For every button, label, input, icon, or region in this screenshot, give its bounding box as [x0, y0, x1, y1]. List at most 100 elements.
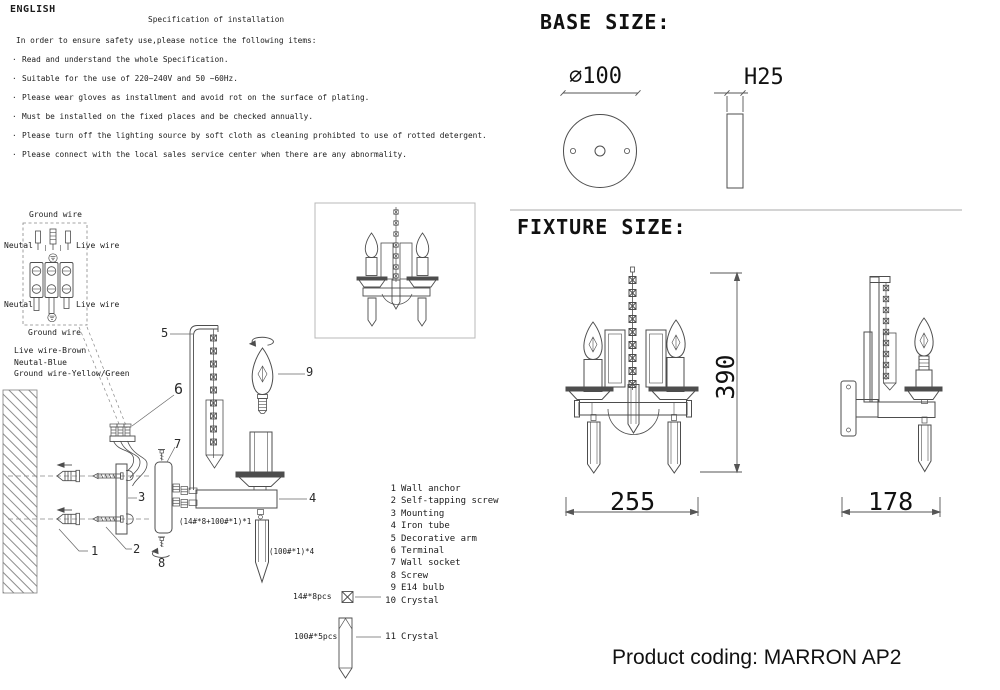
parts-list-item: 9 E14 bulb [383, 583, 445, 593]
crystal-kit-label: (100#*1)*4 [269, 547, 315, 556]
spec-item-text: Please turn off the lighting source by s… [22, 131, 487, 140]
base-plate-top-view [563, 114, 637, 188]
spec-title: Specification of installation [148, 15, 285, 24]
callout-8: 8 [158, 556, 166, 570]
bullet-dot: · [12, 74, 17, 83]
spec-item-text: Must be installed on the fixed places an… [22, 112, 314, 121]
neutral-label-bottom: Neutal [4, 300, 33, 309]
part-name: E14 bulb [401, 583, 445, 593]
base-diameter-dim [560, 89, 641, 97]
wall-hatch [2, 389, 38, 594]
fixture-size-title: FIXTURE SIZE: [517, 215, 687, 239]
small-crystal-qty: 14#*8pcs [293, 592, 332, 601]
crystal-sample-icons [338, 591, 354, 679]
part-number: 10 [385, 596, 396, 606]
part-number: 9 [390, 583, 396, 593]
product-coding: Product coding: MARRON AP2 [612, 646, 902, 669]
small-crystal-icon [341, 591, 354, 603]
spec-intro: In order to ensure safety use,please not… [16, 36, 317, 45]
callout-9: 9 [306, 365, 314, 379]
spec-item: · Read and understand the whole Specifica… [12, 55, 229, 64]
part-number: 2 [390, 496, 396, 506]
part-name: Terminal [401, 546, 445, 556]
callout-1: 1 [91, 544, 99, 558]
spec-item: · Please wear gloves as installment and a… [12, 93, 369, 102]
spec-item: · Suitable for the use of 220~240V and 50… [12, 74, 238, 83]
callout-leaders [58, 333, 381, 638]
fixture-width-value: 255 [610, 487, 656, 516]
callout-6: 6 [174, 380, 184, 398]
spec-item-text: Please wear gloves as installment and av… [22, 93, 370, 102]
part-number: 8 [390, 571, 396, 581]
callout-2: 2 [133, 542, 141, 556]
live-wire-label-top: Live wire [76, 241, 120, 250]
language-label: ENGLISH [10, 4, 56, 15]
spec-item-text: Suitable for the use of 220~240V and 50 … [22, 74, 238, 83]
fixture-height-dim [700, 271, 742, 474]
parts-list-item: 3 Mounting [383, 509, 445, 519]
fixture-depth-dim [840, 497, 942, 517]
parts-list-item: 6 Terminal [383, 546, 445, 556]
large-crystal-qty: 100#*5pcs [294, 632, 338, 641]
part-number: 3 [390, 509, 396, 519]
wire-legend-ground: Ground wire-Yellow/Green [14, 369, 130, 378]
wire-legend-live: Live wire-Brown [14, 346, 87, 355]
part-name: Crystal [401, 632, 439, 642]
spec-item-text: Please connect with the local sales serv… [22, 150, 407, 159]
fixture-width-dim [564, 497, 700, 516]
callout-4: 4 [309, 491, 317, 505]
parts-list-item: 5 Decorative arm [383, 534, 477, 544]
live-wire-label-bottom: Live wire [76, 300, 120, 309]
bullet-dot: · [12, 55, 17, 64]
part-number: 1 [390, 484, 396, 494]
base-diameter-value: ⌀100 [569, 64, 622, 89]
neutral-label-top: Neutal [4, 241, 33, 250]
wiring-terminal-drawing [22, 222, 128, 429]
ground-wire-label-top: Ground wire [29, 210, 82, 219]
bullet-dot: · [12, 112, 17, 121]
callout-3: 3 [138, 490, 146, 504]
large-crystal-icon [338, 617, 353, 679]
parts-list-item: 10 Crystal [383, 596, 439, 606]
callout-5: 5 [161, 326, 169, 340]
fixture-front-view [565, 266, 699, 474]
part-name: Wall anchor [401, 484, 461, 494]
arm-kit-label: (14#*8+100#*1)*1 [179, 517, 252, 526]
base-height-value: H25 [744, 65, 784, 90]
callout-7: 7 [174, 437, 182, 451]
wire-legend-neutral: Neutal-Blue [14, 358, 67, 367]
part-name: Crystal [401, 596, 439, 606]
ground-wire-label-bottom: Ground wire [28, 328, 81, 337]
part-name: Wall socket [401, 558, 461, 568]
part-number: 5 [390, 534, 396, 544]
bullet-dot: · [12, 150, 17, 159]
bullet-dot: · [12, 93, 17, 102]
spec-item: · Please turn off the lighting source by … [12, 131, 487, 140]
part-name: Mounting [401, 509, 445, 519]
fixture-depth-value: 178 [868, 487, 914, 516]
bullet-dot: · [12, 131, 17, 140]
fixture-side-view [840, 276, 943, 473]
spec-item-text: Read and understand the whole Specificat… [22, 55, 229, 64]
part-name: Decorative arm [401, 534, 477, 544]
base-size-title: BASE SIZE: [540, 10, 671, 34]
fixture-height-value: 390 [710, 354, 740, 400]
parts-list-item: 1 Wall anchor [383, 484, 461, 494]
part-number: 7 [390, 558, 396, 568]
part-number: 11 [385, 632, 396, 642]
base-plate-side-view [726, 113, 744, 189]
parts-list-item: 11 Crystal [383, 632, 439, 642]
spec-item: · Must be installed on the fixed places a… [12, 112, 313, 121]
part-number: 6 [390, 546, 396, 556]
base-height-dim [714, 89, 748, 112]
installation-diagram [2, 325, 285, 594]
parts-list-item: 7 Wall socket [383, 558, 461, 568]
part-name: Iron tube [401, 521, 450, 531]
assembled-view-inset [314, 202, 476, 339]
